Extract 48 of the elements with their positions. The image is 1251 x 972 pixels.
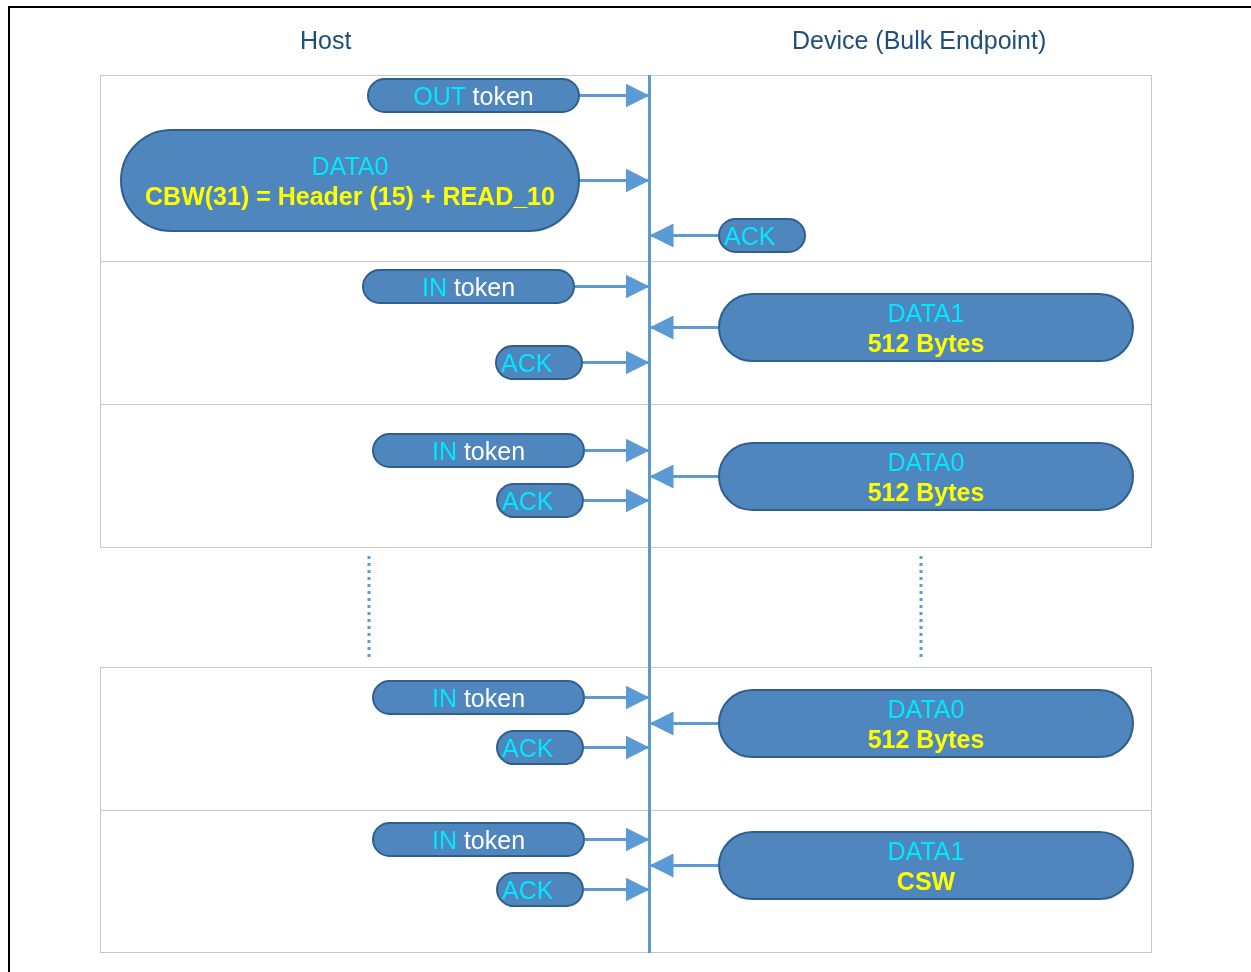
packet-pid: DATA1 — [887, 297, 965, 328]
packet-pill — [367, 78, 580, 113]
packet-label: ACK — [724, 220, 776, 251]
packet-pid: DATA0 — [311, 150, 389, 181]
arrow — [580, 168, 650, 193]
packet-label: IN token — [431, 682, 526, 713]
packet-pid: DATA0 — [887, 446, 965, 477]
packet-label: OUT token — [413, 80, 534, 111]
packet-label: ACK — [502, 874, 554, 905]
packet-label: ACK — [502, 732, 554, 763]
packet-pill — [496, 730, 584, 765]
arrow — [584, 877, 650, 902]
packet-label: ACK — [501, 347, 553, 378]
packet-label: IN token — [431, 435, 526, 466]
arrow — [585, 438, 650, 463]
arrow — [649, 464, 718, 489]
arrow — [649, 315, 718, 340]
packet-pid: DATA1 — [887, 835, 965, 866]
arrow — [585, 685, 650, 710]
packet-payload: 512 Bytes — [867, 723, 985, 754]
packet-pill — [718, 218, 806, 253]
packet-pill — [362, 269, 575, 304]
packet-label: ACK — [502, 485, 554, 516]
arrow — [575, 274, 650, 299]
column-heading: Host — [300, 26, 352, 55]
packet-pid: DATA0 — [887, 693, 965, 724]
column-heading: Device (Bulk Endpoint) — [792, 26, 1047, 55]
packet-payload: 512 Bytes — [867, 476, 985, 507]
arrow — [584, 735, 650, 760]
packet-pill — [372, 680, 585, 715]
packet-payload: CBW(31) = Header (15) + READ_10 — [145, 180, 555, 211]
arrow — [649, 711, 718, 736]
packet-pill — [372, 433, 585, 468]
packet-label: IN token — [431, 824, 526, 855]
arrow — [649, 223, 718, 248]
packet-label: IN token — [421, 271, 516, 302]
packet-pill — [496, 872, 584, 907]
arrow — [584, 488, 650, 513]
arrow — [580, 83, 650, 108]
packet-payload: CSW — [896, 865, 956, 896]
packet-pill — [496, 483, 584, 518]
arrow — [585, 827, 650, 852]
arrow — [583, 350, 650, 375]
packet-pill — [495, 345, 583, 380]
packet-payload: 512 Bytes — [867, 327, 985, 358]
arrow — [649, 853, 718, 878]
bus-line — [648, 75, 651, 953]
packet-pill — [372, 822, 585, 857]
